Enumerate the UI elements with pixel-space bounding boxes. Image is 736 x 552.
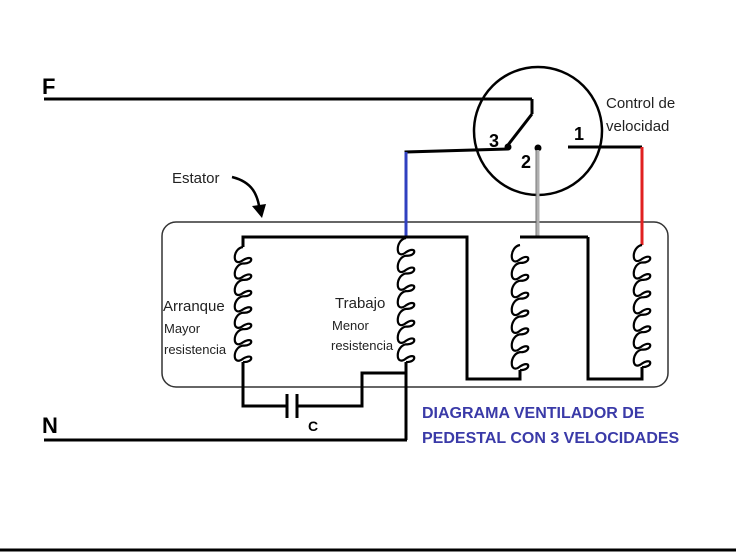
run-winding-sub2: resistencia	[331, 338, 394, 353]
control-label-line1: Control de	[606, 95, 675, 112]
stator-label: Estator	[172, 170, 220, 187]
switch-lever	[506, 113, 534, 146]
aux-coil-2-return	[586, 237, 644, 381]
speed-2-winding-coil	[510, 243, 530, 372]
stator-box	[161, 221, 669, 388]
start-winding-sub2: resistencia	[164, 342, 227, 357]
coil-s1-loops	[632, 243, 652, 369]
diagram-title-line2: PEDESTAL CON 3 VELOCIDADES	[422, 430, 680, 447]
switch-contact-2	[534, 144, 542, 152]
switch-position-1-label: 1	[574, 124, 584, 144]
coil-run-loops	[396, 236, 416, 364]
line-f-label: F	[42, 74, 55, 99]
run-winding-coil	[396, 236, 416, 364]
start-winding-coil	[233, 245, 253, 364]
run-winding-label: Trabajo	[335, 295, 385, 312]
capacitor-lead	[297, 371, 406, 408]
stator-arrowhead	[252, 204, 266, 218]
stator-top-bus	[241, 235, 522, 381]
line-n-label: N	[42, 413, 58, 438]
coil-s2-loops	[510, 243, 530, 372]
speed-1-winding-coil	[632, 243, 652, 369]
speed-3-wire	[404, 147, 509, 238]
capacitor-label: C	[308, 418, 318, 434]
start-winding-lead	[241, 362, 287, 408]
start-winding-label: Arranque	[163, 298, 225, 315]
start-winding-sub1: Mayor	[164, 321, 201, 336]
switch-position-3-label: 3	[489, 131, 499, 151]
run-winding-sub1: Menor	[332, 318, 370, 333]
coil-start-loops	[233, 245, 253, 364]
switch-position-2-label: 2	[521, 152, 531, 172]
diagram-title-line1: DIAGRAMA VENTILADOR DE	[422, 405, 645, 422]
control-label-line2: velocidad	[606, 118, 669, 135]
